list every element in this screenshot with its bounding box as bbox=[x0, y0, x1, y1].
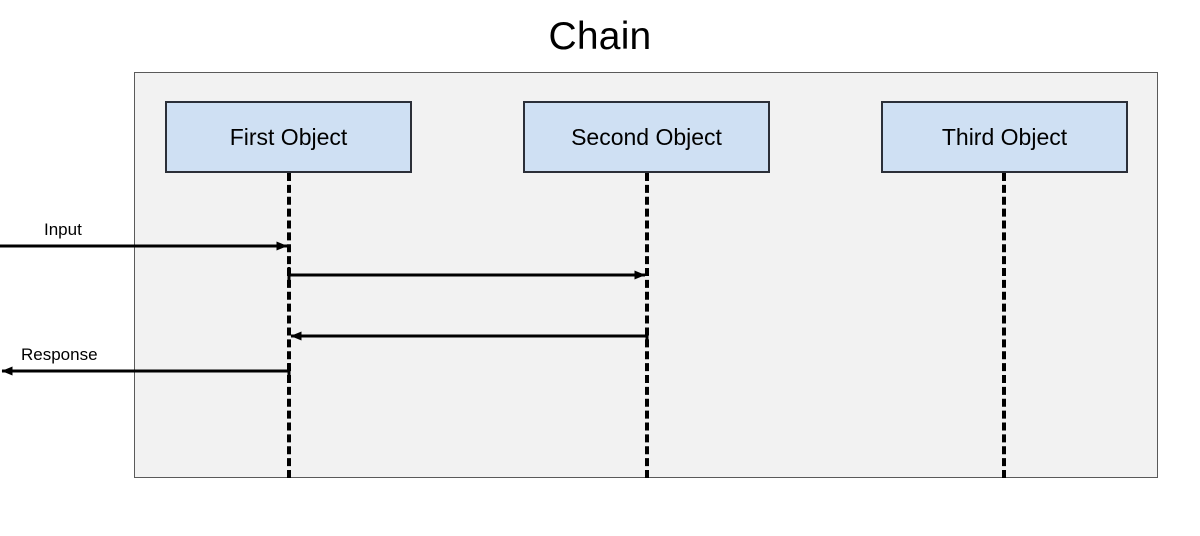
object-box-third[interactable]: Third Object bbox=[881, 101, 1128, 173]
object-box-second[interactable]: Second Object bbox=[523, 101, 770, 173]
object-box-first[interactable]: First Object bbox=[165, 101, 412, 173]
object-box-label: First Object bbox=[229, 124, 348, 150]
object-box-label: Second Object bbox=[571, 124, 722, 150]
lifeline-first-object bbox=[287, 173, 291, 478]
message-label-input: Input bbox=[44, 220, 82, 239]
page-title: Chain bbox=[548, 15, 652, 58]
lifeline-second-object bbox=[645, 173, 649, 478]
message-label-response: Response bbox=[21, 345, 98, 364]
lifeline-third-object bbox=[1002, 173, 1006, 478]
object-box-label: Third Object bbox=[941, 124, 1068, 150]
